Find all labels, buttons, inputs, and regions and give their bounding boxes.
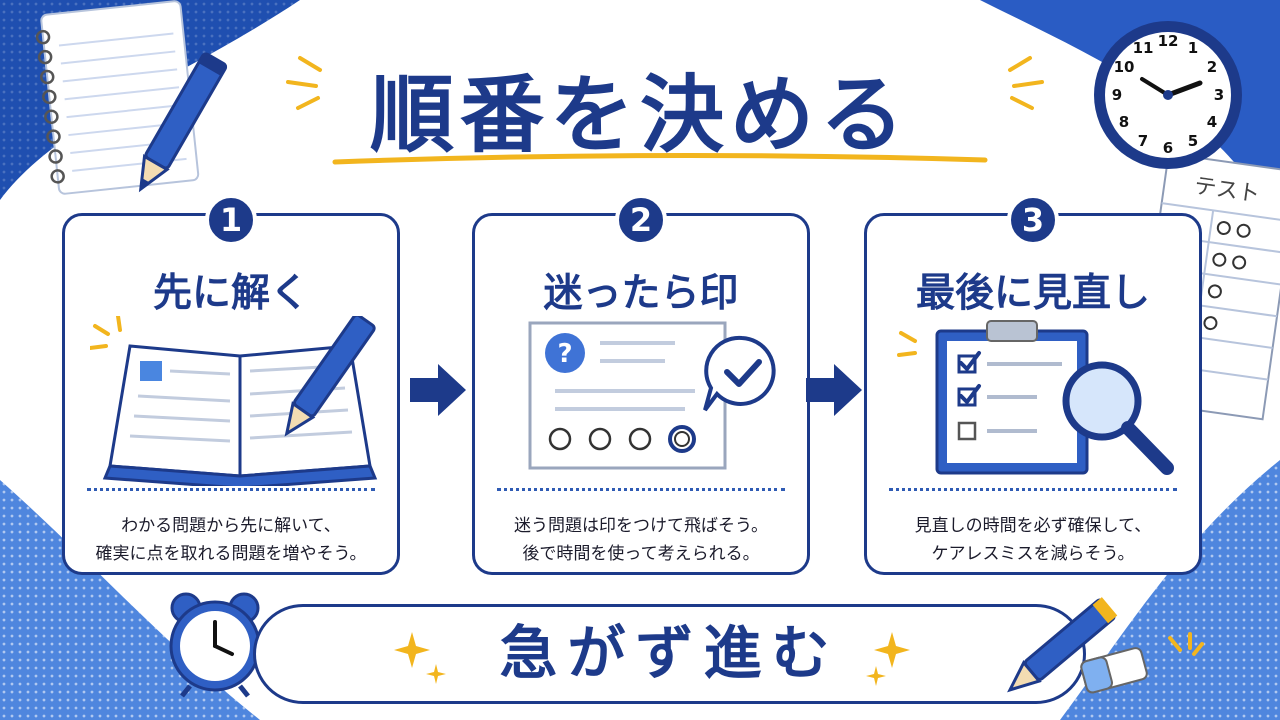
step-number-badge: 1 — [205, 194, 257, 246]
question-sheet-icon: ? — [528, 321, 727, 470]
step-description-line: 後で時間を使って考えられる。 — [522, 544, 760, 564]
step-description: 迷う問題は印をつけて飛ばそう。 後で時間を使って考えられる。 — [475, 512, 807, 568]
title-underline — [332, 152, 988, 165]
sparkle-icon — [1168, 632, 1204, 656]
svg-text:?: ? — [557, 339, 572, 369]
sparkle-icon — [286, 56, 322, 110]
sparkle-icon — [1008, 56, 1044, 110]
step-description: わかる問題から先に解いて、 確実に点を取れる問題を増やそう。 — [65, 512, 397, 568]
clock-numeral: 3 — [1214, 86, 1224, 104]
step-heading: 迷ったら印 — [543, 271, 739, 316]
clock-numeral: 9 — [1112, 86, 1122, 104]
clock-numeral: 8 — [1119, 113, 1129, 131]
step-card-1: 1 先に解く わかる問題から先に解いて、 確実に点を取れる問題を増やそう。 — [62, 194, 400, 575]
step-description: 見直しの時間を必ず確保して、 ケアレスミスを減らそう。 — [867, 512, 1199, 568]
page-title: 順番を決める — [369, 66, 910, 164]
clock-numeral: 2 — [1207, 58, 1217, 76]
step-number-badge: 3 — [1007, 194, 1059, 246]
step-heading: 最後に見直し — [915, 271, 1150, 316]
sparkle-icon — [866, 632, 910, 686]
step-card-2: 2 迷ったら印 ? 迷う問題は印をつけて飛ばそう。 後で時間を使って考えられる。 — [472, 194, 810, 575]
arrow-right-icon — [410, 364, 466, 416]
step-description-line: ケアレスミスを減らそう。 — [931, 544, 1135, 564]
magnifier-icon — [1062, 361, 1174, 475]
clock-icon: 12 1 2 3 4 5 6 7 8 9 10 11 — [1094, 21, 1242, 169]
alarm-clock-icon — [169, 592, 261, 698]
open-book-icon — [90, 316, 378, 486]
step-number-badge: 2 — [615, 194, 667, 246]
step-description-line: 見直しの時間を必ず確保して、 — [914, 516, 1152, 536]
divider — [87, 488, 375, 491]
step-description-line: 迷う問題は印をつけて飛ばそう。 — [514, 516, 768, 536]
step-card-3: 3 最後に見直し 見直しの時間を必ず確保して、 ケアレスミスを減らそう。 — [864, 194, 1202, 575]
clock-numeral: 6 — [1163, 139, 1173, 157]
sparkle-icon — [394, 632, 446, 684]
arrow-right-icon — [806, 364, 862, 416]
clock-numeral: 12 — [1158, 32, 1179, 50]
bottom-banner: 急がず進む — [253, 604, 1086, 704]
clock-numeral: 5 — [1188, 132, 1198, 150]
clock-numeral: 7 — [1138, 132, 1148, 150]
step-description-line: わかる問題から先に解いて、 — [121, 516, 341, 536]
clock-numeral: 11 — [1133, 39, 1154, 57]
step-description-line: 確実に点を取れる問題を増やそう。 — [95, 544, 367, 564]
divider — [889, 488, 1177, 491]
pencil-icon — [1007, 597, 1118, 693]
step-heading: 先に解く — [152, 271, 309, 316]
clipboard-icon — [897, 320, 1089, 475]
clock-numeral: 10 — [1114, 58, 1135, 76]
eraser-icon — [1080, 647, 1148, 694]
divider — [497, 488, 785, 491]
bottom-banner-text: 急がず進む — [499, 619, 840, 687]
checkmark-bubble-icon — [703, 335, 776, 412]
clock-numeral: 4 — [1207, 113, 1217, 131]
clock-numeral: 1 — [1188, 39, 1198, 57]
pencil-icon — [138, 52, 228, 193]
